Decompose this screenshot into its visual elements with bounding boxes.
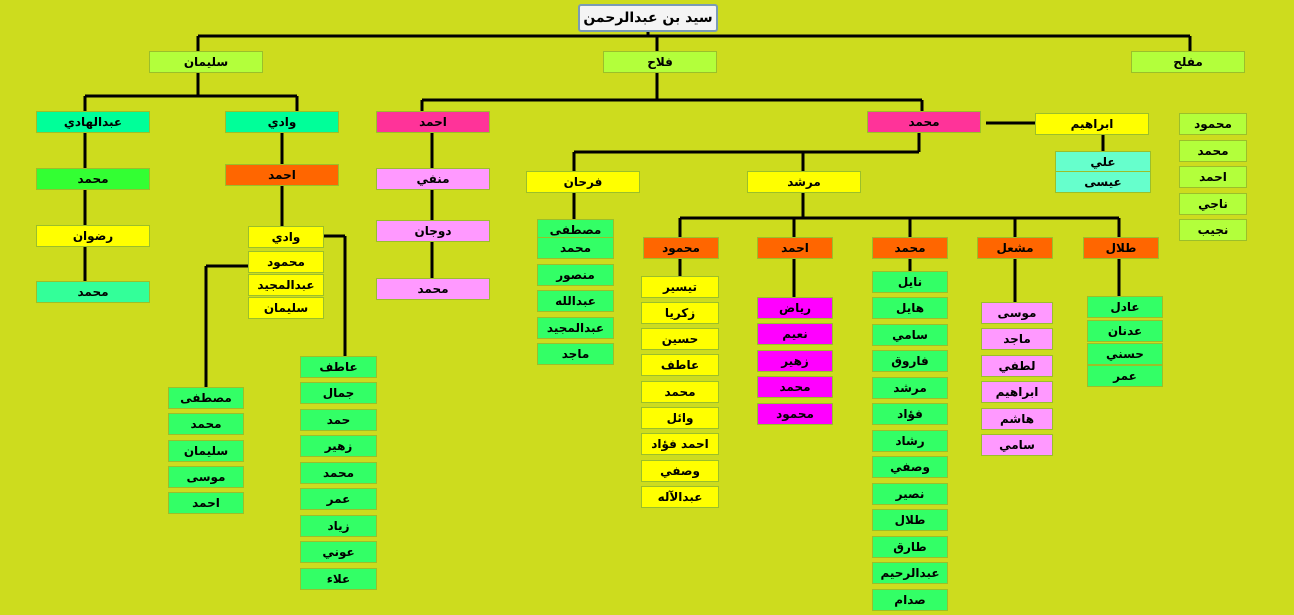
- list-item[interactable]: سليمان: [168, 440, 244, 462]
- list-item[interactable]: صدام: [872, 589, 948, 611]
- node-falah-ahmad[interactable]: احمد: [376, 111, 490, 133]
- list-item[interactable]: فؤاد: [872, 403, 948, 425]
- node-abdulhadi-son[interactable]: محمد: [36, 168, 150, 190]
- root-node[interactable]: سيد بن عبدالرحمن: [578, 4, 718, 32]
- list-item[interactable]: مصطفى: [168, 387, 244, 409]
- list-item[interactable]: تيسير: [641, 276, 719, 298]
- list-item[interactable]: سامي: [872, 324, 948, 346]
- node-ibrahim[interactable]: ابراهيم: [1035, 113, 1149, 135]
- list-item[interactable]: احمد: [1179, 166, 1247, 188]
- list-item[interactable]: ابراهيم: [981, 381, 1053, 403]
- list-item[interactable]: فاروق: [872, 350, 948, 372]
- node-falah-mohammad[interactable]: محمد: [867, 111, 981, 133]
- list-item[interactable]: محمود: [757, 403, 833, 425]
- list-item[interactable]: عاطف: [641, 354, 719, 376]
- list-item[interactable]: عبدالرحيم: [872, 562, 948, 584]
- list-item[interactable]: محمد: [757, 376, 833, 398]
- list-item[interactable]: عبدالآله: [641, 486, 719, 508]
- node-ridwan[interactable]: رضوان: [36, 225, 150, 247]
- node-ridwan-son[interactable]: محمد: [36, 281, 150, 303]
- list-item[interactable]: رشاد: [872, 430, 948, 452]
- node-wadi2[interactable]: وادي: [248, 226, 324, 248]
- list-item[interactable]: محمود: [1179, 113, 1247, 135]
- list-item[interactable]: سليمان: [248, 297, 324, 319]
- node-sulaiman[interactable]: سليمان: [149, 51, 263, 73]
- list-item[interactable]: احمد: [168, 492, 244, 514]
- list-item[interactable]: مرشد: [872, 377, 948, 399]
- node-abdulhadi[interactable]: عبدالهادي: [36, 111, 150, 133]
- list-item[interactable]: زهير: [300, 435, 377, 457]
- list-item[interactable]: زكريا: [641, 302, 719, 324]
- node-doujan[interactable]: دوجان: [376, 220, 490, 242]
- list-item[interactable]: عبدالله: [537, 290, 614, 312]
- list-item[interactable]: نجيب: [1179, 219, 1247, 241]
- list-item[interactable]: ناجي: [1179, 193, 1247, 215]
- list-item[interactable]: محمد: [641, 381, 719, 403]
- list-item[interactable]: حسين: [641, 328, 719, 350]
- node-ali[interactable]: علي: [1055, 151, 1151, 173]
- list-item[interactable]: منصور: [537, 264, 614, 286]
- node-murshid-mohammad[interactable]: محمد: [872, 237, 948, 259]
- node-wadi-son-ahmad[interactable]: احمد: [225, 164, 339, 186]
- list-item[interactable]: محمد: [1179, 140, 1247, 162]
- node-issa[interactable]: عيسى: [1055, 171, 1151, 193]
- list-item[interactable]: حسني: [1087, 343, 1163, 365]
- list-item[interactable]: حمد: [300, 409, 377, 431]
- list-item[interactable]: لطفي: [981, 355, 1053, 377]
- list-item[interactable]: وائل: [641, 407, 719, 429]
- list-item[interactable]: عاطف: [300, 356, 377, 378]
- list-item[interactable]: نعيم: [757, 323, 833, 345]
- node-mufleh[interactable]: مفلح: [1131, 51, 1245, 73]
- node-falah[interactable]: فلاح: [603, 51, 717, 73]
- list-item[interactable]: هاشم: [981, 408, 1053, 430]
- list-item[interactable]: موسى: [981, 302, 1053, 324]
- node-murshid-talal[interactable]: طلال: [1083, 237, 1159, 259]
- list-item[interactable]: طلال: [872, 509, 948, 531]
- node-murshid[interactable]: مرشد: [747, 171, 861, 193]
- node-manfi[interactable]: منفي: [376, 168, 490, 190]
- list-item[interactable]: موسى: [168, 466, 244, 488]
- list-item[interactable]: وصفي: [872, 456, 948, 478]
- list-item[interactable]: نصير: [872, 483, 948, 505]
- list-item[interactable]: عادل: [1087, 296, 1163, 318]
- list-item[interactable]: عمر: [1087, 365, 1163, 387]
- list-item[interactable]: محمد: [300, 462, 377, 484]
- list-item[interactable]: ماجد: [537, 343, 614, 365]
- node-murshid-mahmoud[interactable]: محمود: [643, 237, 719, 259]
- list-item[interactable]: محمود: [248, 251, 324, 273]
- list-item[interactable]: هايل: [872, 297, 948, 319]
- list-item[interactable]: زياد: [300, 515, 377, 537]
- list-item[interactable]: وصفي: [641, 460, 719, 482]
- node-farhan[interactable]: فرحان: [526, 171, 640, 193]
- node-murshid-mishal[interactable]: مشعل: [977, 237, 1053, 259]
- list-item[interactable]: محمد: [537, 237, 614, 259]
- list-item[interactable]: احمد فؤاد: [641, 433, 719, 455]
- node-doujan-son[interactable]: محمد: [376, 278, 490, 300]
- list-item[interactable]: سامي: [981, 434, 1053, 456]
- list-item[interactable]: عبدالمجيد: [537, 317, 614, 339]
- list-item[interactable]: ماجد: [981, 328, 1053, 350]
- list-item[interactable]: نايل: [872, 271, 948, 293]
- list-item[interactable]: طارق: [872, 536, 948, 558]
- node-wadi[interactable]: وادي: [225, 111, 339, 133]
- list-item[interactable]: جمال: [300, 382, 377, 404]
- list-item[interactable]: عوني: [300, 541, 377, 563]
- list-item[interactable]: عدنان: [1087, 320, 1163, 342]
- list-item[interactable]: عبدالمجيد: [248, 274, 324, 296]
- list-item[interactable]: عمر: [300, 488, 377, 510]
- list-item[interactable]: رياض: [757, 297, 833, 319]
- node-murshid-ahmad[interactable]: احمد: [757, 237, 833, 259]
- list-item[interactable]: علاء: [300, 568, 377, 590]
- list-item[interactable]: محمد: [168, 413, 244, 435]
- list-item[interactable]: زهير: [757, 350, 833, 372]
